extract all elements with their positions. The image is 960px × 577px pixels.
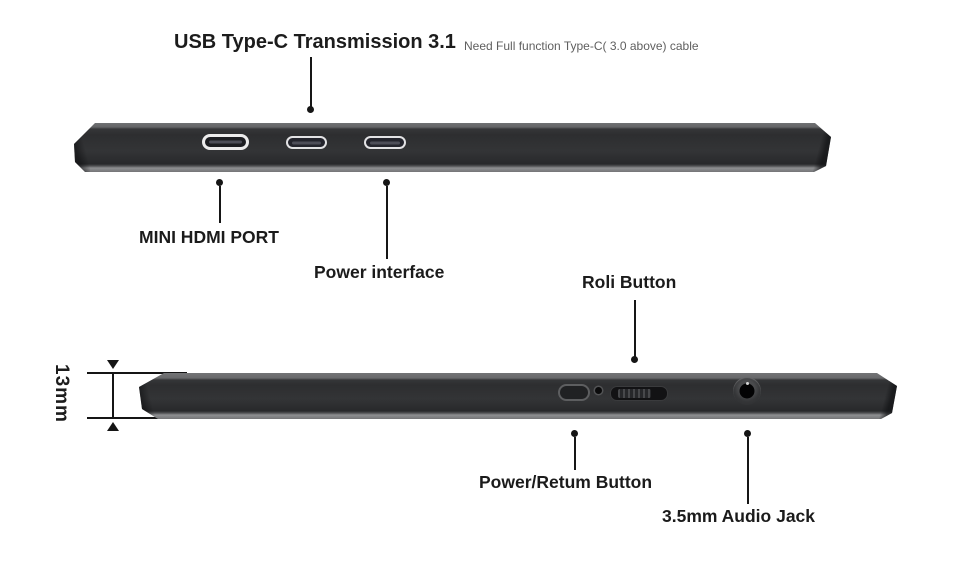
callout-line-hdmi bbox=[219, 186, 221, 223]
callout-dot-audio-jack bbox=[744, 430, 751, 437]
roll-wheel-slot bbox=[610, 386, 668, 401]
mini-hdmi-port bbox=[202, 134, 249, 150]
cable-requirement-note: Need Full function Type-C( 3.0 above) ca… bbox=[464, 39, 699, 53]
usb-c-port-1 bbox=[286, 136, 327, 149]
dimension-arrow-down-icon bbox=[107, 360, 119, 369]
edge-right-bevel bbox=[813, 123, 831, 172]
audio-jack-hole bbox=[739, 383, 755, 399]
callout-dot-roli-button bbox=[631, 356, 638, 363]
callout-line-audio-jack bbox=[747, 437, 749, 504]
dimension-arrow-up-icon bbox=[107, 422, 119, 431]
dimension-thickness-label: 13mm bbox=[51, 364, 72, 423]
dimension-extension-line-bottom bbox=[87, 417, 187, 419]
edge-right-bevel bbox=[879, 373, 897, 419]
callout-dot-usb-c bbox=[307, 106, 314, 113]
edge-left-bevel bbox=[74, 123, 90, 172]
audio-jack-highlight bbox=[746, 382, 749, 385]
callout-line-power-interface bbox=[386, 186, 388, 259]
callout-line-power-return bbox=[574, 437, 576, 470]
callout-line-roli-button bbox=[634, 300, 636, 357]
dimension-extension-line-top bbox=[87, 372, 187, 374]
callout-line-usb-c bbox=[310, 57, 312, 108]
device-side-edge-view bbox=[139, 373, 897, 419]
usb-c-port-2 bbox=[364, 136, 406, 149]
label-audio-jack: 3.5mm Audio Jack bbox=[662, 506, 816, 526]
audio-jack-port bbox=[733, 377, 761, 405]
callout-dot-power-return bbox=[571, 430, 578, 437]
power-return-button bbox=[558, 384, 590, 401]
label-power-interface: Power interface bbox=[314, 262, 445, 282]
diagram-title: USB Type-C Transmission 3.1 bbox=[174, 31, 456, 53]
dimension-line bbox=[112, 372, 114, 419]
usb-c-connector-tongue bbox=[292, 141, 321, 144]
edge-left-bevel bbox=[139, 373, 155, 419]
callout-dot-hdmi bbox=[216, 179, 223, 186]
callout-dot-power-interface bbox=[383, 179, 390, 186]
hdmi-connector-tongue bbox=[209, 140, 242, 144]
label-power-return-button: Power/Retum Button bbox=[479, 472, 653, 492]
indicator-hole bbox=[595, 387, 602, 394]
label-roli-button: Roli Button bbox=[582, 272, 677, 292]
usb-c-connector-tongue bbox=[370, 141, 400, 144]
roll-wheel bbox=[618, 389, 651, 398]
label-mini-hdmi-port: MINI HDMI PORT bbox=[139, 227, 279, 247]
device-top-edge-view bbox=[74, 123, 831, 172]
